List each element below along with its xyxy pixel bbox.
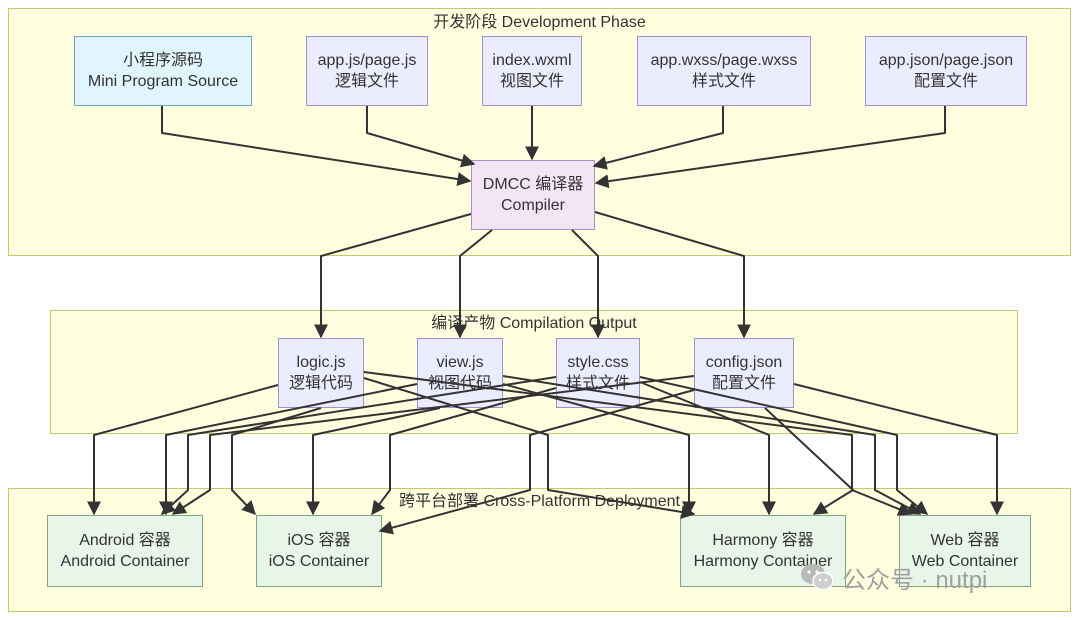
node-config-line1: config.json	[705, 354, 783, 371]
node-view-line2: 视图代码	[427, 375, 492, 392]
node-logic-js: logic.js 逻辑代码	[278, 338, 364, 408]
watermark: 公众号 · nutpi	[800, 562, 988, 594]
node-view-js: view.js 视图代码	[417, 338, 503, 408]
node-compiler-line2: Compiler	[500, 197, 565, 214]
node-android-line1: Android 容器	[79, 532, 171, 549]
node-json-line2: 配置文件	[913, 73, 978, 90]
group-title-deployment: 跨平台部署 Cross-Platform Deployment	[399, 493, 680, 510]
node-wxss-line1: app.wxss/page.wxss	[650, 52, 798, 69]
node-harmony-line1: Harmony 容器	[712, 532, 814, 549]
node-web-line1: Web 容器	[930, 532, 1000, 549]
node-ios-line1: iOS 容器	[287, 532, 351, 549]
node-config-line2: 配置文件	[711, 375, 776, 392]
wechat-icon	[801, 564, 834, 591]
node-compiler-line1: DMCC 编译器	[482, 176, 584, 193]
node-web-line2: Web Container	[911, 553, 1019, 570]
node-appjs-line2: 逻辑文件	[334, 73, 399, 90]
node-config-json: config.json 配置文件	[694, 338, 794, 408]
node-dmcc-compiler: DMCC 编译器 Compiler	[471, 160, 595, 230]
node-android-line2: Android Container	[60, 553, 190, 570]
node-web-container: Web 容器 Web Container	[899, 515, 1031, 587]
group-compilation-output: 编译产物 Compilation Output	[50, 310, 1018, 434]
node-app-wxss: app.wxss/page.wxss 样式文件	[637, 36, 811, 106]
node-ios-line2: iOS Container	[268, 553, 370, 570]
node-logic-line1: logic.js	[296, 354, 346, 371]
node-app-json: app.json/page.json 配置文件	[865, 36, 1027, 106]
node-style-line1: style.css	[567, 354, 629, 371]
node-source-line1: 小程序源码	[122, 52, 203, 69]
node-json-line1: app.json/page.json	[878, 52, 1014, 69]
node-view-line1: view.js	[436, 354, 484, 371]
node-ios-container: iOS 容器 iOS Container	[256, 515, 382, 587]
watermark-text: 公众号 · nutpi	[842, 566, 988, 594]
node-source-line2: Mini Program Source	[87, 73, 239, 90]
node-mini-program-source: 小程序源码 Mini Program Source	[74, 36, 252, 106]
node-harmony-line2: Harmony Container	[693, 553, 833, 570]
node-android-container: Android 容器 Android Container	[47, 515, 203, 587]
node-logic-line2: 逻辑代码	[288, 375, 353, 392]
node-wxml-line1: index.wxml	[492, 52, 572, 69]
node-style-line2: 样式文件	[565, 375, 630, 392]
node-app-js: app.js/page.js 逻辑文件	[306, 36, 428, 106]
node-appjs-line1: app.js/page.js	[317, 52, 417, 69]
group-title-development: 开发阶段 Development Phase	[433, 14, 646, 31]
group-title-output: 编译产物 Compilation Output	[431, 315, 637, 332]
node-style-css: style.css 样式文件	[556, 338, 640, 408]
node-wxml-line2: 视图文件	[499, 73, 564, 90]
node-index-wxml: index.wxml 视图文件	[482, 36, 582, 106]
node-wxss-line2: 样式文件	[691, 73, 756, 90]
